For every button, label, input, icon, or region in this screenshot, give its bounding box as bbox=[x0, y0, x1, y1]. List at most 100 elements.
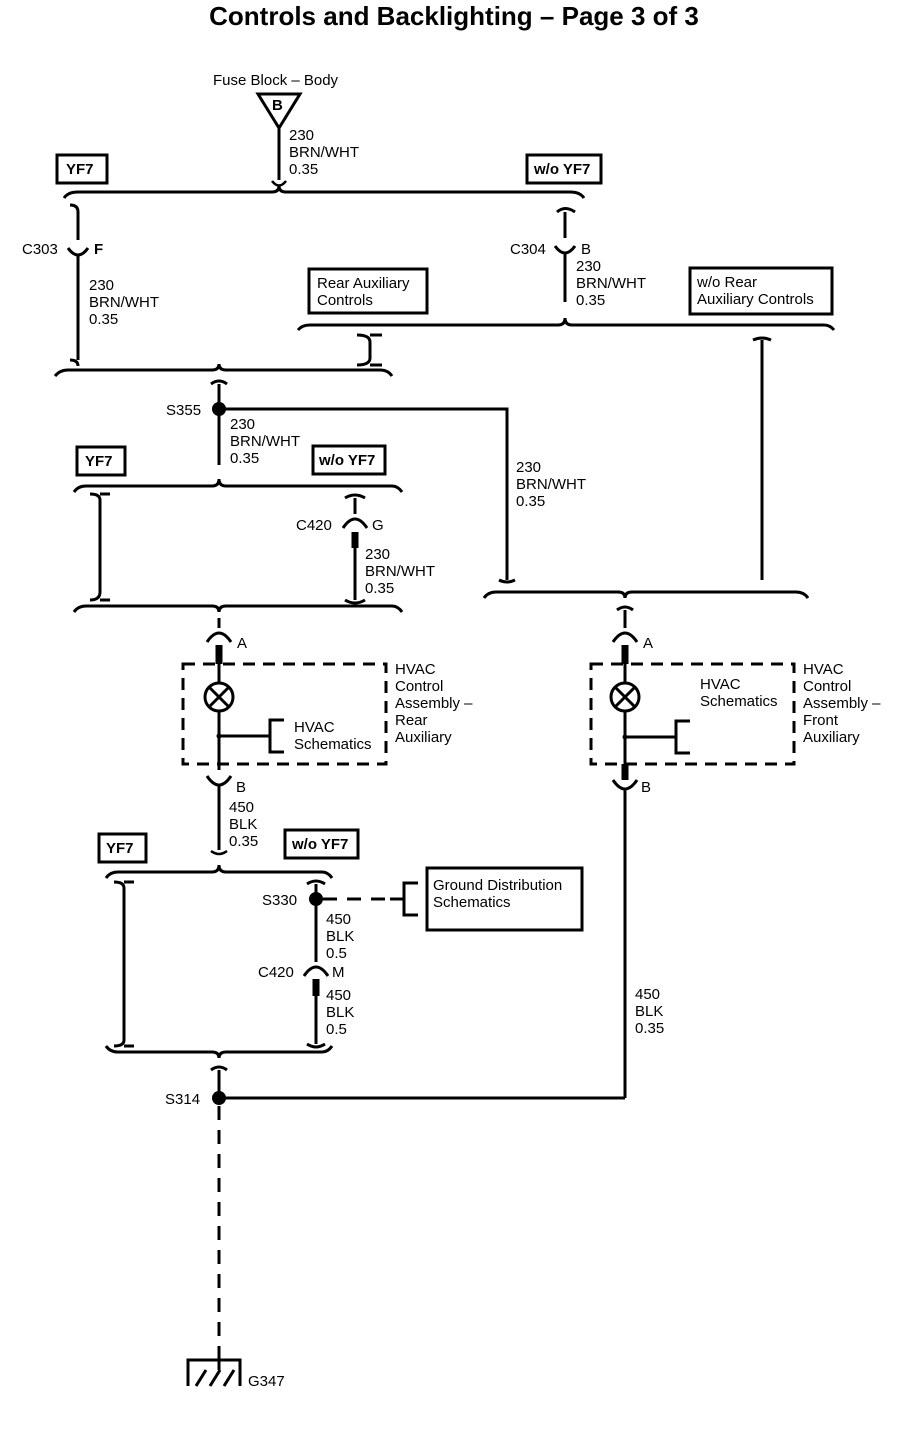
c420-g-pin: G bbox=[372, 517, 384, 534]
fuse-block-label: Fuse Block – Body bbox=[213, 72, 339, 89]
svg-text:0.35: 0.35 bbox=[230, 450, 259, 467]
svg-text:w/o YF7: w/o YF7 bbox=[291, 836, 348, 853]
lamp-icon-rear bbox=[203, 681, 235, 713]
svg-text:Assembly –: Assembly – bbox=[395, 695, 473, 712]
wire-label-s355-front: 230 BRN/WHT 0.35 bbox=[516, 459, 586, 510]
svg-text:BRN/WHT: BRN/WHT bbox=[89, 294, 159, 311]
c420-m-pin: M bbox=[332, 964, 345, 981]
option-bracket-mid-top bbox=[72, 478, 404, 493]
svg-text:BRN/WHT: BRN/WHT bbox=[516, 476, 586, 493]
c420-g-label: C420 bbox=[296, 517, 332, 534]
svg-text:BRN/WHT: BRN/WHT bbox=[230, 433, 300, 450]
option-bracket-bottom-bottom bbox=[104, 1045, 334, 1059]
option-bracket-rear-aux bbox=[296, 317, 836, 331]
svg-text:BRN/WHT: BRN/WHT bbox=[365, 563, 435, 580]
svg-text:Auxiliary: Auxiliary bbox=[803, 729, 860, 746]
svg-text:Assembly –: Assembly – bbox=[803, 695, 881, 712]
front-hvac-assembly-box bbox=[589, 662, 796, 766]
svg-text:230: 230 bbox=[516, 459, 541, 476]
rear-b-pin: B bbox=[236, 779, 246, 796]
option-box-yf7-mid: YF7 bbox=[75, 445, 127, 477]
svg-text:w/o Rear: w/o Rear bbox=[696, 274, 757, 291]
connector-c420-g bbox=[341, 517, 369, 529]
wire-yf7-bottom bbox=[113, 880, 134, 1048]
c420-m-label: C420 bbox=[258, 964, 294, 981]
wire-yf7-mid bbox=[89, 492, 110, 602]
option-box-wo-yf7-mid: w/o YF7 bbox=[311, 444, 387, 476]
svg-text:w/o YF7: w/o YF7 bbox=[318, 452, 375, 469]
wire-label-c303: 230 BRN/WHT 0.35 bbox=[89, 277, 159, 328]
svg-text:BRN/WHT: BRN/WHT bbox=[576, 275, 646, 292]
svg-text:BLK: BLK bbox=[326, 928, 354, 945]
svg-text:0.35: 0.35 bbox=[516, 493, 545, 510]
front-b-pin: B bbox=[641, 779, 651, 796]
svg-text:0.35: 0.35 bbox=[635, 1020, 664, 1037]
svg-text:230: 230 bbox=[230, 416, 255, 433]
lamp-icon-front bbox=[609, 681, 641, 713]
wire-s355-to-front bbox=[219, 407, 509, 580]
option-short-rear-aux bbox=[356, 333, 382, 367]
wire-label-rear-b: 450 BLK 0.35 bbox=[229, 799, 258, 850]
connector-rear-b bbox=[205, 775, 233, 787]
svg-text:230: 230 bbox=[576, 258, 601, 275]
c303-pin: F bbox=[94, 241, 103, 258]
wire-label-fuse-feed: 230 BRN/WHT 0.35 bbox=[289, 127, 359, 178]
c304-pin: B bbox=[581, 241, 591, 258]
connector-c303 bbox=[66, 247, 90, 257]
rear-hvac-assembly-label: HVAC Control Assembly – Rear Auxiliary bbox=[395, 661, 473, 746]
ground-distribution-box: Ground Distribution Schematics bbox=[425, 866, 584, 932]
option-box-wo-rear-aux: w/o Rear Auxiliary Controls bbox=[688, 266, 834, 316]
svg-text:230: 230 bbox=[89, 277, 114, 294]
s330-label: S330 bbox=[262, 892, 297, 909]
option-bracket-bottom-top bbox=[104, 864, 334, 879]
reference-bracket-ground-dist bbox=[390, 881, 418, 917]
front-hvac-assembly-label: HVAC Control Assembly – Front Auxiliary bbox=[803, 661, 881, 746]
svg-text:0.35: 0.35 bbox=[289, 161, 318, 178]
svg-text:Schematics: Schematics bbox=[700, 693, 778, 710]
rear-hvac-assembly-box bbox=[181, 662, 388, 766]
svg-text:Rear: Rear bbox=[395, 712, 428, 729]
svg-text:Schematics: Schematics bbox=[433, 894, 511, 911]
break-fuse-feed bbox=[271, 180, 287, 187]
svg-text:YF7: YF7 bbox=[106, 840, 134, 857]
connector-c304 bbox=[553, 245, 577, 255]
svg-text:0.35: 0.35 bbox=[229, 833, 258, 850]
svg-text:0.5: 0.5 bbox=[326, 1021, 347, 1038]
ground-icon bbox=[186, 1358, 242, 1387]
rear-a-pin: A bbox=[237, 635, 247, 652]
hvac-schematics-front-label: HVAC Schematics bbox=[700, 676, 778, 710]
svg-text:0.35: 0.35 bbox=[576, 292, 605, 309]
svg-text:YF7: YF7 bbox=[66, 161, 94, 178]
svg-text:0.35: 0.35 bbox=[89, 311, 118, 328]
wire-label-front-b: 450 BLK 0.35 bbox=[635, 986, 664, 1037]
svg-text:0.5: 0.5 bbox=[326, 945, 347, 962]
c303-label: C303 bbox=[22, 241, 58, 258]
ground-g347-label: G347 bbox=[248, 1373, 285, 1390]
fuse-terminal-icon: B bbox=[255, 92, 303, 131]
option-box-wo-yf7-top: w/o YF7 bbox=[525, 153, 603, 185]
fuse-terminal-letter: B bbox=[272, 97, 283, 114]
svg-text:Front: Front bbox=[803, 712, 839, 729]
svg-text:HVAC: HVAC bbox=[294, 719, 335, 736]
connector-rear-a bbox=[205, 631, 233, 643]
svg-text:Controls: Controls bbox=[317, 292, 373, 309]
wire-label-c304: 230 BRN/WHT 0.35 bbox=[576, 258, 646, 309]
svg-text:YF7: YF7 bbox=[85, 453, 113, 470]
s314-label: S314 bbox=[165, 1091, 200, 1108]
connector-front-a bbox=[611, 631, 639, 643]
svg-text:Auxiliary Controls: Auxiliary Controls bbox=[697, 291, 814, 308]
option-bracket-front bbox=[482, 590, 810, 599]
svg-text:BLK: BLK bbox=[229, 816, 257, 833]
svg-text:Control: Control bbox=[803, 678, 851, 695]
svg-text:BLK: BLK bbox=[326, 1004, 354, 1021]
svg-text:Schematics: Schematics bbox=[294, 736, 372, 753]
option-bracket-s355-top bbox=[53, 363, 394, 378]
svg-text:0.35: 0.35 bbox=[365, 580, 394, 597]
svg-text:HVAC: HVAC bbox=[395, 661, 436, 678]
svg-text:BLK: BLK bbox=[635, 1003, 663, 1020]
wire-label-s330: 450 BLK 0.5 bbox=[326, 911, 354, 962]
connector-c420-m bbox=[302, 965, 330, 977]
wire-label-c420-m: 450 BLK 0.5 bbox=[326, 987, 354, 1038]
svg-text:Control: Control bbox=[395, 678, 443, 695]
